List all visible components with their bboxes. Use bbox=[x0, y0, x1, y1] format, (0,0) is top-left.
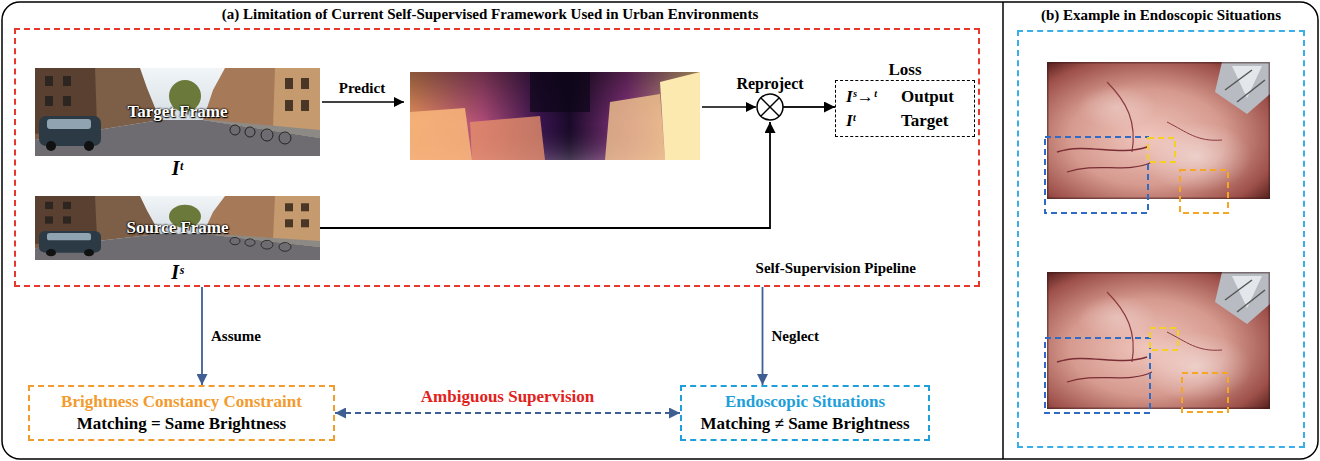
endoscopic-photo bbox=[1047, 62, 1270, 199]
edge-label: Neglect bbox=[772, 326, 819, 346]
depth-map bbox=[410, 72, 700, 160]
panel-title: (b) Example in Endoscopic Situations bbox=[1041, 5, 1281, 25]
label-anchor: (a) Limitation of Current Self-Supervise… bbox=[222, 5, 759, 23]
loss-symbol: Iᵗ bbox=[846, 110, 856, 132]
loss-box: LossIˢ→ᵗ OutputIᵗ Target bbox=[835, 60, 975, 137]
connector-arrow bbox=[335, 412, 680, 414]
box-heading: Endoscopic Situations bbox=[725, 391, 885, 413]
loss-symbol: Iˢ→ᵗ bbox=[846, 86, 877, 108]
arrow-label: Predict bbox=[339, 79, 385, 97]
region-boxes bbox=[1180, 170, 1228, 213]
target-frame-photo bbox=[35, 68, 320, 156]
box-heading: Brightness Constancy Constraint bbox=[61, 391, 302, 413]
depth-map bbox=[410, 72, 700, 160]
loss-role: Target bbox=[901, 110, 949, 132]
target-frame: Target FrameIᵗ bbox=[35, 68, 320, 182]
situation-box: Endoscopic SituationsMatching ≠ Same Bri… bbox=[680, 385, 930, 441]
depth-arrow bbox=[702, 106, 756, 108]
panel-title: (a) Limitation of Current Self-Supervise… bbox=[222, 5, 759, 23]
constraint-box: Brightness Constancy ConstraintMatching … bbox=[28, 385, 335, 441]
label-anchor: Predict bbox=[339, 79, 385, 97]
reproject-symbol bbox=[757, 94, 783, 120]
box-statement: Matching = Same Brightness bbox=[77, 413, 286, 435]
source-frame: Source FrameIˢ bbox=[35, 196, 320, 284]
connector-arrow bbox=[762, 287, 764, 385]
loss-heading: Loss bbox=[888, 60, 921, 80]
label-anchor: Assume bbox=[211, 326, 261, 346]
depth-map bbox=[660, 72, 700, 160]
source-frame-photo bbox=[35, 196, 320, 260]
panel-frame bbox=[1017, 30, 1305, 448]
region-boxes bbox=[1150, 328, 1178, 350]
depth-map bbox=[410, 108, 472, 160]
region-boxes bbox=[1045, 338, 1150, 413]
box-statement: Matching ≠ Same Brightness bbox=[700, 413, 909, 435]
pipeline-box: Target FrameIᵗSource FrameIˢReprojectLos… bbox=[14, 28, 980, 287]
panel-divider bbox=[1002, 2, 1004, 459]
edge-label: Assume bbox=[211, 326, 261, 346]
operator-label: Reproject bbox=[736, 74, 803, 94]
depth-map bbox=[605, 94, 665, 160]
edge-label: Ambiguous Supervision bbox=[421, 387, 594, 407]
region-boxes bbox=[1045, 137, 1228, 413]
region-boxes bbox=[1148, 138, 1175, 162]
frame-symbol: Iˢ bbox=[171, 260, 184, 284]
reproject-symbol bbox=[761, 98, 779, 116]
depth-map bbox=[530, 72, 590, 112]
predict-arrow bbox=[322, 101, 404, 103]
label-anchor: Neglect bbox=[772, 326, 819, 346]
pipeline-caption: Self-Supervision Pipeline bbox=[756, 259, 916, 277]
connector-arrow bbox=[812, 106, 835, 108]
reproject-symbol bbox=[761, 98, 779, 116]
reproject-symbol bbox=[757, 94, 812, 120]
connector-arrow bbox=[201, 287, 203, 385]
connector-arrow bbox=[320, 122, 770, 228]
frame-caption: Target Frame bbox=[128, 68, 228, 156]
loss-frame: Iˢ→ᵗ OutputIᵗ Target bbox=[835, 80, 975, 137]
region-boxes bbox=[1045, 137, 1148, 213]
depth-map bbox=[470, 116, 545, 160]
reproject-operator: Reproject bbox=[728, 74, 812, 122]
reproject-symbol bbox=[783, 106, 812, 108]
region-boxes bbox=[1182, 373, 1228, 412]
depth-map bbox=[410, 72, 700, 160]
endoscopic-photo bbox=[1047, 272, 1270, 409]
frame-caption: Source Frame bbox=[126, 196, 228, 260]
frame-symbol: Iᵗ bbox=[172, 156, 184, 180]
label-anchor: Ambiguous Supervision bbox=[421, 387, 594, 407]
loss-role: Output bbox=[901, 86, 954, 108]
example-panel: (b) Example in Endoscopic Situations bbox=[1017, 5, 1305, 448]
